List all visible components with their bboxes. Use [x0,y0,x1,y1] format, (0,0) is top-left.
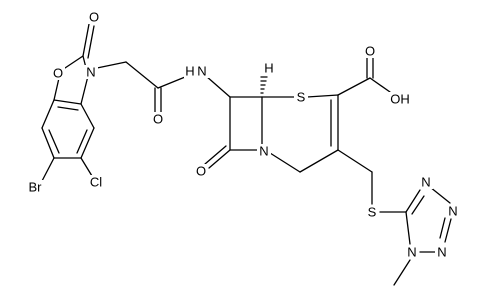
bond-n3-c3a [80,75,89,105]
bond-c6-br [41,157,55,182]
atom-n-betalactam: N [259,144,268,159]
bond-c5tz-n4 [405,189,421,213]
atom-o-carbonyl-oxazolone: O [89,10,99,25]
bond-ch2-camide [125,61,159,89]
bond-n4-n3 [429,186,451,204]
atom-o-amide: O [153,112,163,127]
bond-c2-cooh [337,77,371,96]
bond-c7-c6-inner [48,129,60,154]
atom-n-oxazolone: N [86,65,95,80]
atom-br: Br [29,180,43,195]
bond-nh-c7 [205,75,231,98]
bond-c4-c3a [80,103,95,129]
atom-h-amide: H [185,64,194,79]
bond-n3-ch2 [96,61,127,69]
bond-c5-cl [80,157,93,177]
bond-s1-c2 [306,94,339,98]
bond-c5-c4 [80,127,95,159]
bond-c8-o-b [204,145,227,165]
bonds [41,23,452,286]
atom-n-tetrazole-3: N [448,204,457,219]
atom-cl: Cl [90,175,102,190]
bond-c3-c4 [299,149,339,173]
atom-labels: O O N O H N H S O OH N O Br Cl S N N [24,10,460,260]
bond-c5-c4-inner [76,129,88,154]
bond-n1-methyl [393,259,411,286]
bond-c8-o-a [208,149,231,169]
bond-c2-o-carbonyl-b [87,25,95,59]
stereo-hash-bond [260,76,268,94]
bond-c2-o-carbonyl-a [82,23,90,57]
bond-cooh-oh [369,77,391,93]
atom-n-amide: N [197,64,206,79]
bond-n1-c5tz [405,211,411,245]
atom-n-tetrazole-4: N [421,175,430,190]
atom-n-tetrazole-1: N [407,245,416,260]
atom-s-ring: S [297,90,306,105]
bond-c3a-c7a-inner [57,106,79,111]
atom-s-thioether: S [368,205,377,220]
bond-n3-n2 [444,218,452,243]
bond-c7a-c7 [41,99,55,129]
bond-c4-n5 [269,152,301,173]
bond-c3a-c7a [53,99,82,105]
atom-o-ring-oxazolone: O [53,66,63,81]
bond-c5tz-n4-inner [411,195,425,215]
bond-c7a-o1 [53,77,60,101]
atom-o-betalactam: O [196,164,206,179]
bond-n3-n2-inner [439,217,446,239]
bond-o1-c2 [61,55,84,71]
atom-h-stereo: H [264,61,273,76]
atom-n-tetrazole-2: N [437,245,446,260]
atom-oh-acid: OH [390,92,410,107]
bond-c3-ch2 [337,149,373,173]
bond-c7-c6 [41,127,55,159]
atom-o-acid-carbonyl: O [365,44,375,59]
